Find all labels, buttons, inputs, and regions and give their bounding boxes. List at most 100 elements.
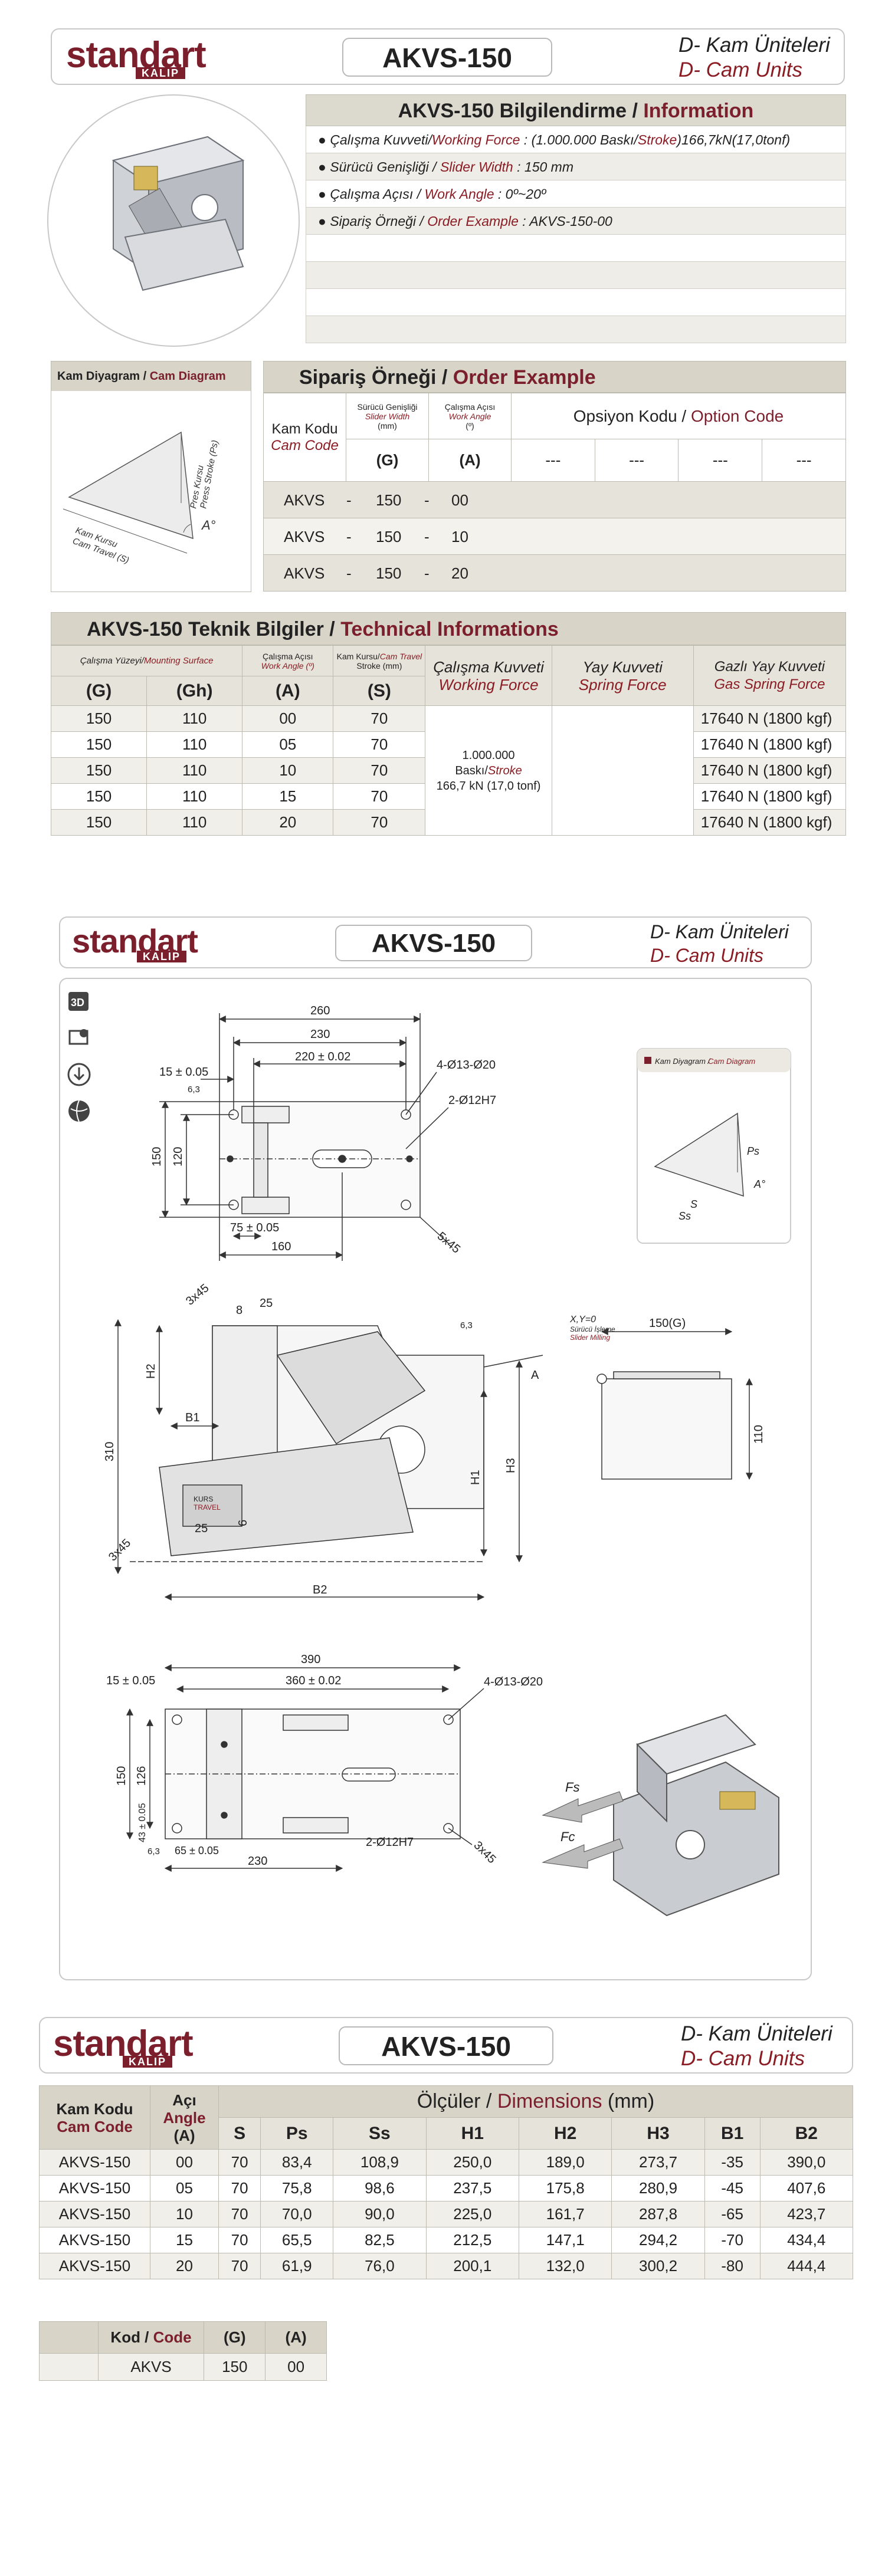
order-a: 10 [451, 528, 468, 546]
dim-230: 230 [310, 1028, 330, 1041]
force-arrows [542, 1791, 624, 1869]
sf-value [551, 705, 694, 836]
info-title-en: Information [643, 100, 754, 122]
header-bar-3: standart KALIP AKVS-150 D- Kam Üniteleri… [39, 2017, 853, 2074]
brand-logo: standart KALIP [66, 37, 206, 79]
info-row-empty [306, 289, 846, 316]
tech-title: AKVS-150 Teknik Bilgiler / Technical Inf… [51, 612, 846, 645]
col-a: (A) [428, 439, 512, 482]
opt-en: Option Code [691, 406, 784, 425]
tech-cell: 150 [50, 809, 148, 836]
tech-cell: 150 [50, 705, 148, 732]
code-table-g: (G) [204, 2321, 266, 2354]
tech-col-g: (G) [50, 676, 148, 706]
dims-cell: 434,4 [759, 2227, 854, 2253]
category-tr: D- Kam Üniteleri [681, 2022, 832, 2045]
brand-logo: standart KALIP [53, 2026, 194, 2068]
side-icons[interactable]: 3D [66, 988, 92, 1135]
dim-360: 360 ± 0.02 [286, 1674, 341, 1687]
dims-col: B1 [704, 2117, 761, 2150]
order-panel: Sipariş Örneği / Order Example Kam Kodu … [263, 361, 846, 592]
code-table-a: (A) [265, 2321, 327, 2354]
dims-cell: 212,5 [425, 2227, 519, 2253]
dim-220: 220 ± 0.02 [295, 1050, 350, 1063]
code-table-blank [39, 2321, 99, 2354]
tech-cell: 17640 N (1800 kgf) [693, 757, 847, 784]
col-g: (G) [346, 439, 429, 482]
dims-col: H1 [425, 2117, 519, 2150]
wf-val2b: Stroke [487, 764, 522, 777]
dims-cell: 10 [150, 2201, 219, 2227]
option-dash: --- [762, 439, 846, 482]
cam-diagram-title: Kam Diyagram / Cam Diagram [51, 362, 251, 391]
dim-126: 126 [135, 1766, 148, 1786]
order-sep: - [424, 491, 430, 509]
dims-code-en: Cam Code [57, 2117, 133, 2135]
tech-ct-en: Cam Travel [379, 651, 422, 661]
cam-diagram-title-en: Cam Diagram [149, 370, 226, 383]
order-code-tr: Kam Kodu [271, 420, 338, 437]
dims-cell: 225,0 [425, 2201, 519, 2227]
dim-310: 310 [103, 1442, 116, 1461]
order-code: AKVS [284, 528, 325, 546]
dims-title-en: Dimensions [497, 2090, 602, 2112]
small-diagram-title-en: Cam Diagram [708, 1057, 755, 1066]
dims-cell: 75,8 [260, 2175, 334, 2202]
code-table-value: 150 [204, 2353, 266, 2381]
dims-cell: 76,0 [333, 2253, 427, 2279]
cam-diagram: A° Pres Kursu Press Stroke (Ps) Kam Kurs… [63, 431, 220, 566]
cad-icon[interactable] [66, 1025, 92, 1051]
order-row: AKVS - 150 - 20 [263, 555, 846, 592]
brand-sub: KALIP [123, 2056, 172, 2068]
bottom-view [165, 1708, 461, 1839]
dim-230: 230 [248, 1855, 267, 1868]
svg-text:3D: 3D [71, 997, 84, 1008]
dim-150: 150 [115, 1766, 128, 1786]
mount-tr: Çalışma Yüzeyi/ [80, 656, 144, 666]
info-label: Çalışma Kuvveti/ [330, 132, 432, 147]
info-row: ● Çalışma Kuvveti/Working Force : (1.000… [306, 126, 846, 153]
milling-en: Slider Milling [570, 1333, 610, 1342]
tech-cell: 17640 N (1800 kgf) [693, 809, 847, 836]
tech-wa-en: Work Angle (º) [261, 661, 314, 671]
wf-val3: 166,7 kN (17,0 tonf) [436, 779, 541, 793]
tech-cell: 20 [242, 809, 334, 836]
product-image [47, 94, 300, 347]
dim-8: 8 [236, 1304, 242, 1317]
dims-cell: -70 [704, 2227, 761, 2253]
info-label: Sipariş Örneği / [330, 213, 428, 229]
dims-cell: 108,9 [333, 2149, 427, 2176]
dims-code-tr: Kam Kodu [56, 2099, 133, 2118]
dims-cell: 15 [150, 2227, 219, 2253]
order-g: 150 [376, 564, 402, 582]
cam-diagram-title-tr: Kam Diyagram / [57, 370, 150, 383]
dowel-spec: 2-Ø12H7 [366, 1836, 414, 1849]
dims-angle-header: Açı Angle (A) [150, 2085, 219, 2150]
globe-icon[interactable] [66, 1098, 92, 1124]
dims-cell: 132,0 [518, 2253, 612, 2279]
download-icon[interactable] [66, 1062, 92, 1087]
tech-cell: 17640 N (1800 kgf) [693, 731, 847, 758]
tech-cell: 00 [242, 705, 334, 732]
option-dash: --- [678, 439, 763, 482]
wf-header: Çalışma Kuvveti Working Force [425, 645, 552, 706]
wf-tr: Çalışma Kuvveti [433, 658, 544, 676]
dim-150g: 150(G) [649, 1317, 686, 1330]
dims-angle-tr: Açı [172, 2091, 196, 2109]
ct-header: Kam Kursu/Cam Travel Stroke (mm) [333, 645, 426, 676]
category-en: D- Cam Units [681, 2047, 805, 2070]
tech-wa-tr: Çalışma Açısı [262, 651, 313, 661]
tech-cell: 15 [242, 783, 334, 810]
dims-cell: AKVS-150 [39, 2253, 150, 2279]
order-title: Sipariş Örneği / Order Example [263, 361, 846, 393]
tech-cell: 150 [50, 783, 148, 810]
tech-cell: 10 [242, 757, 334, 784]
dims-cell: 70 [218, 2201, 261, 2227]
dims-cell: AKVS-150 [39, 2201, 150, 2227]
dims-cell: 161,7 [518, 2201, 612, 2227]
3d-icon[interactable]: 3D [66, 988, 92, 1014]
hole-spec: 4-Ø13-Ø20 [437, 1059, 496, 1072]
wa-header: Çalışma Açısı Work Angle (º) [242, 645, 334, 676]
